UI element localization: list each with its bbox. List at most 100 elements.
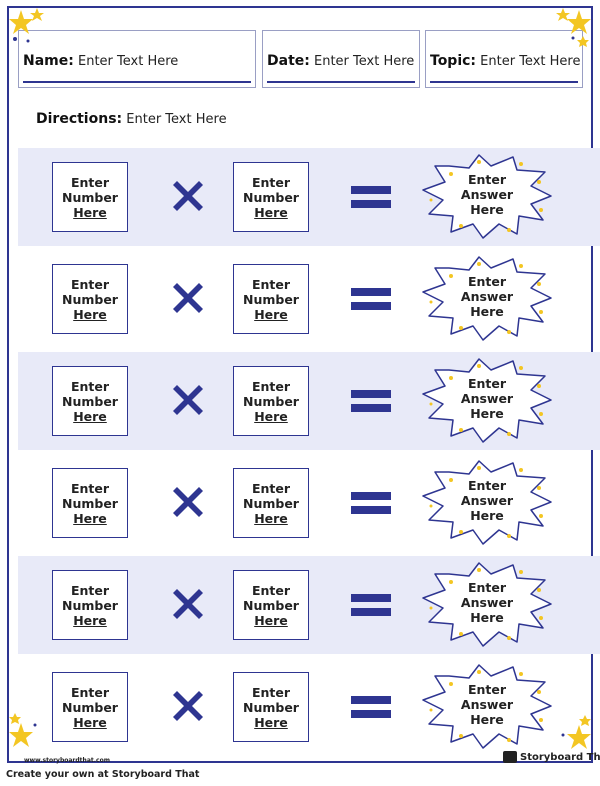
topic-value[interactable]: Enter Text Here [480,54,581,69]
number-box-text: Enter [251,174,291,190]
date-field[interactable]: Date: Enter Text Here [262,30,420,88]
number-box-text: Here [254,204,288,220]
equals-icon [351,594,391,616]
multiply-icon [173,181,203,211]
number-box-text: Here [254,714,288,730]
date-value[interactable]: Enter Text Here [314,54,415,69]
directions[interactable]: Directions: Enter Text Here [36,111,227,127]
starburst-icon[interactable] [421,356,553,444]
multiply-icon [173,589,203,619]
storyboard-logo[interactable]: Storyboard That [503,751,600,763]
name-field[interactable]: Name: Enter Text Here [18,30,256,88]
date-label: Date: [267,53,310,69]
number-box-text: Here [254,510,288,526]
number-box-text: Enter [251,684,291,700]
number-box-text: Enter [70,378,110,394]
number-box-text: Here [73,510,107,526]
date-underline [267,81,415,83]
answer-text-line: Answer [460,187,514,202]
answer-text-line: Answer [460,697,514,712]
multiply-icon [173,385,203,415]
logo-icon [503,751,517,763]
name-underline [23,81,251,83]
site-url[interactable]: www.storyboardthat.com [24,757,110,764]
answer-text-line: Here [470,202,504,217]
equals-icon [351,696,391,718]
number-box-text: Enter [70,684,110,700]
number-box-text: Number [243,699,299,715]
number-box-text: Enter [251,378,291,394]
topic-label: Topic: [430,53,477,69]
number-box-text: Enter [251,276,291,292]
answer-text-line: Here [470,304,504,319]
equals-icon [351,288,391,310]
topic-underline [430,81,578,83]
number-box-text: Here [254,306,288,322]
number-box-text: Number [62,393,118,409]
equals-icon [351,186,391,208]
topic-field[interactable]: Topic: Enter Text Here [425,30,583,88]
answer-text-line: Enter [467,478,507,493]
star-icon [9,713,37,747]
number-box-text: Enter [70,582,110,598]
starburst-icon[interactable] [421,662,553,750]
number-box-text: Number [243,189,299,205]
number-box-text: Here [73,204,107,220]
answer-text-line: Answer [460,289,514,304]
number-box-text: Enter [251,582,291,598]
equals-icon [351,492,391,514]
number-box-text: Number [243,495,299,511]
starburst-icon[interactable] [421,458,553,546]
multiply-icon [173,283,203,313]
caption[interactable]: Create your own at Storyboard That [6,769,200,780]
answer-text-line: Here [470,406,504,421]
answer-text-line: Answer [460,595,514,610]
logo-text: Storyboard That [520,751,600,763]
starburst-icon[interactable] [421,560,553,648]
number-box-text: Enter [70,276,110,292]
star-icon [556,8,591,47]
answer-text-line: Here [470,610,504,625]
directions-label: Directions: [36,111,123,127]
name-label: Name: [23,53,74,69]
number-box-text: Number [62,189,118,205]
number-box-text: Number [243,291,299,307]
directions-value[interactable]: Enter Text Here [126,112,227,127]
answer-text-line: Enter [467,682,507,697]
number-box-text: Number [243,597,299,613]
multiply-icon [173,691,203,721]
name-value[interactable]: Enter Text Here [78,54,179,69]
answer-text-line: Enter [467,376,507,391]
multiply-icon [173,487,203,517]
number-box-text: Number [62,597,118,613]
answer-text-line: Enter [467,580,507,595]
starburst-icon[interactable] [421,152,553,240]
number-box-text: Here [254,612,288,628]
star-icon [9,8,44,43]
answer-text-line: Answer [460,493,514,508]
answer-text-line: Here [470,508,504,523]
starburst-icon[interactable] [421,254,553,342]
